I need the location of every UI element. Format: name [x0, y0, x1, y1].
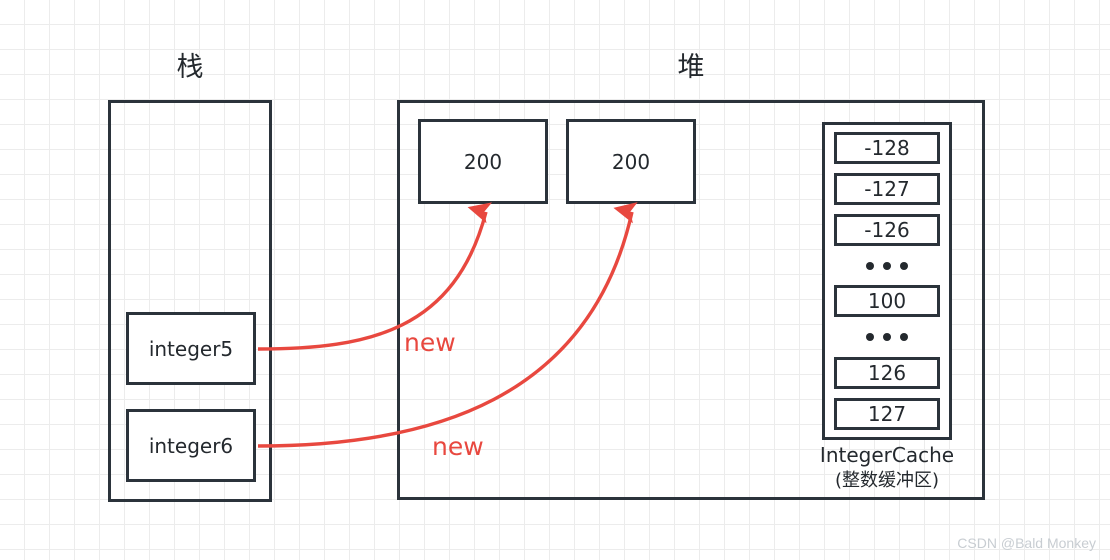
integer-cache-caption-main: IntegerCache: [819, 443, 955, 467]
integer-cache-cell[interactable]: 126: [834, 357, 940, 390]
integer-cache-caption-sub: (整数缓冲区): [834, 469, 940, 491]
watermark-text: CSDN @Bald Monkey: [957, 535, 1096, 551]
integer-cache-frame: -128 -127 -126 100 126 127: [822, 122, 952, 440]
heap-object-0[interactable]: 200: [418, 119, 548, 204]
integer-cache-cell[interactable]: -127: [834, 172, 940, 205]
stack-variable-integer5[interactable]: integer5: [126, 312, 256, 385]
integer-cache-caption: IntegerCache (整数缓冲区): [790, 443, 984, 492]
arrow-label-new-integer5: new: [404, 328, 456, 357]
dot-icon: [866, 261, 874, 270]
stack-variable-label: integer6: [148, 433, 234, 458]
heap-object-1[interactable]: 200: [566, 119, 696, 204]
integer-cache-cell[interactable]: -126: [834, 213, 940, 246]
heap-object-value: 200: [463, 149, 503, 174]
integer-cache-ellipsis-icon: [834, 326, 940, 348]
heap-object-value: 200: [611, 149, 651, 174]
dot-icon: [900, 261, 908, 270]
dot-icon: [866, 333, 874, 342]
integer-cache-cell-list: -128 -127 -126 100 126 127: [825, 125, 949, 437]
arrow-label-new-integer6: new: [432, 432, 484, 461]
stack-variable-label: integer5: [148, 336, 234, 361]
integer-cache-ellipsis-icon: [834, 255, 940, 277]
heap-region-title: 堆: [677, 52, 705, 83]
stack-variable-integer6[interactable]: integer6: [126, 409, 256, 482]
dot-icon: [900, 333, 908, 342]
dot-icon: [883, 261, 891, 270]
integer-cache-cell[interactable]: 127: [834, 397, 940, 430]
integer-cache-cell[interactable]: 100: [834, 285, 940, 318]
dot-icon: [883, 333, 891, 342]
stack-region-title: 栈: [176, 52, 204, 83]
integer-cache-cell[interactable]: -128: [834, 132, 940, 164]
